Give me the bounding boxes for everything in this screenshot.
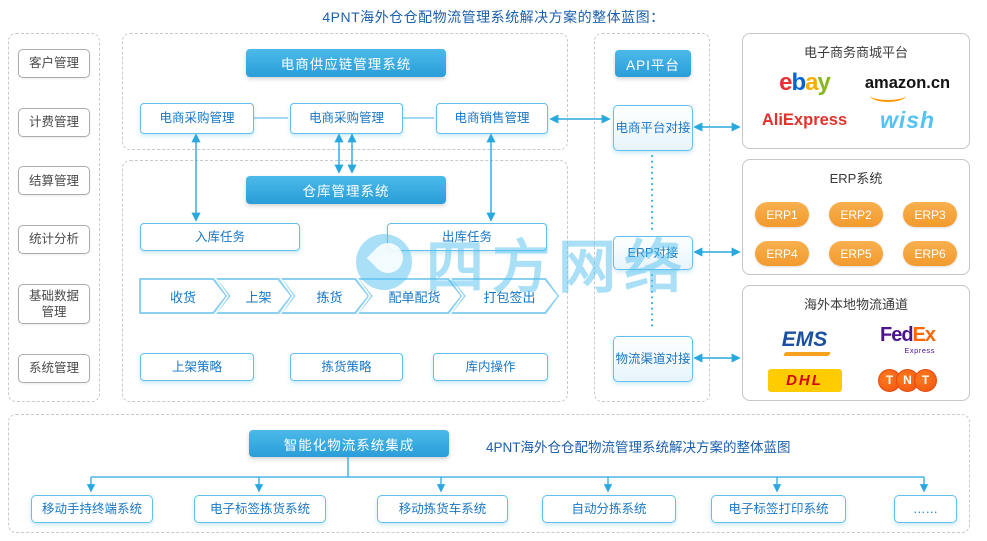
panel-ecommerce-title: 电子商务商城平台	[803, 45, 908, 60]
system-box-more: ……	[894, 495, 957, 523]
sidebar-item-customer-mgmt: 客户管理	[18, 49, 90, 78]
erp-pill-3: ERP3	[903, 202, 957, 227]
system-box-mobile-handheld: 移动手持终端系统	[31, 495, 153, 523]
sidebar-item-system-mgmt: 系统管理	[18, 353, 90, 383]
system-box-etag-printing: 电子标签打印系统	[711, 495, 846, 523]
chevron-fill	[283, 280, 368, 313]
ebay-logo: ebay	[779, 69, 831, 96]
supply-chain-panel: 电商供应链管理系统 电商采购管理 电商采购管理 电商销售管理	[122, 33, 568, 150]
supply-chain-header: 电商供应链管理系统	[246, 49, 446, 77]
erp-pill-6: ERP6	[903, 241, 957, 266]
sidebar-item-billing-mgmt: 计费管理	[18, 107, 90, 137]
panel-erp-title: ERP系统	[829, 171, 883, 186]
bottom-integration-panel: 智能化物流系统集成 4PNT海外仓仓配物流管理系统解决方案的整体蓝图 移动手持终…	[8, 414, 970, 533]
amazon-logo: amazon.cn	[864, 73, 951, 102]
erp-pill-4: ERP4	[755, 241, 809, 266]
page-title: 4PNT海外仓仓配物流管理系统解决方案的整体蓝图：	[322, 9, 665, 25]
outbound-task-box: 出库任务	[387, 223, 547, 251]
sidebar-item-statistics: 统计分析	[18, 225, 90, 255]
ems-logo: EMS	[781, 327, 828, 351]
wish-logo: wish	[879, 107, 936, 133]
system-box-mobile-picking-cart: 移动拣货车系统	[377, 495, 508, 523]
strategy-box-picking: 拣货策略	[290, 353, 403, 381]
fedex-logo: FedEx Express	[879, 324, 936, 355]
erp-pill-2: ERP2	[829, 202, 883, 227]
api-platform-panel: API平台 电商平台对接 ERP对接 物流渠道对接	[594, 33, 710, 402]
module-box-purchase-2: 电商采购管理	[290, 103, 403, 134]
integration-header: 智能化物流系统集成	[249, 430, 449, 457]
chevron-fill	[141, 280, 226, 313]
inbound-task-box: 入库任务	[140, 223, 300, 251]
connector-box-ecommerce-platform: 电商平台对接	[613, 105, 693, 151]
panel-erp-systems: ERP系统 ERP1 ERP2 ERP3 ERP4 ERP5 ERP6	[742, 159, 970, 275]
chevron-fill	[453, 280, 558, 313]
sidebar-item-base-data-mgmt: 基础数据管理	[18, 283, 90, 325]
dhl-logo: DHL	[767, 368, 842, 392]
strategy-box-in-warehouse-ops: 库内操作	[433, 353, 548, 381]
bottom-caption: 4PNT海外仓仓配物流管理系统解决方案的整体蓝图	[486, 440, 791, 455]
ecommerce-brand-grid: ebay amazon.cn AliExpress wish	[743, 69, 969, 134]
flow-step-pack-checkout: 打包签出	[451, 278, 559, 314]
module-box-purchase-1: 电商采购管理	[140, 103, 254, 134]
aliexpress-logo: AliExpress	[761, 111, 848, 129]
panel-ecommerce-mall: 电子商务商城平台 ebay amazon.cn AliExpress wish	[742, 33, 970, 149]
wms-header: 仓库管理系统	[246, 176, 446, 204]
fedex-express-sub: Express	[904, 346, 936, 355]
warehouse-flow: 收货 上架 拣货 配单配货 打包签出	[139, 278, 559, 314]
system-box-etag-picking: 电子标签拣货系统	[194, 495, 326, 523]
flow-step-receiving: 收货	[139, 278, 227, 314]
erp-grid: ERP1 ERP2 ERP3 ERP4 ERP5 ERP6	[743, 202, 969, 266]
sidebar: 客户管理 计费管理 结算管理 统计分析 基础数据管理 系统管理	[8, 33, 100, 402]
flow-step-putaway: 上架	[216, 278, 292, 314]
strategy-box-putaway: 上架策略	[140, 353, 254, 381]
flow-step-picking: 拣货	[281, 278, 369, 314]
erp-pill-5: ERP5	[829, 241, 883, 266]
flow-step-order-allocation: 配单配货	[358, 278, 462, 314]
connector-box-logistics-channel: 物流渠道对接	[613, 336, 693, 382]
wms-panel: 仓库管理系统 入库任务 出库任务 收货 上架 拣货 配单配货	[122, 160, 568, 402]
module-box-sales: 电商销售管理	[436, 103, 548, 134]
sidebar-item-settlement-mgmt: 结算管理	[18, 166, 90, 196]
api-platform-header: API平台	[615, 50, 691, 77]
connector-box-erp: ERP对接	[613, 236, 693, 270]
erp-pill-1: ERP1	[755, 202, 809, 227]
system-box-auto-sorting: 自动分拣系统	[542, 495, 676, 523]
panel-logistics-title: 海外本地物流通道	[803, 297, 908, 312]
